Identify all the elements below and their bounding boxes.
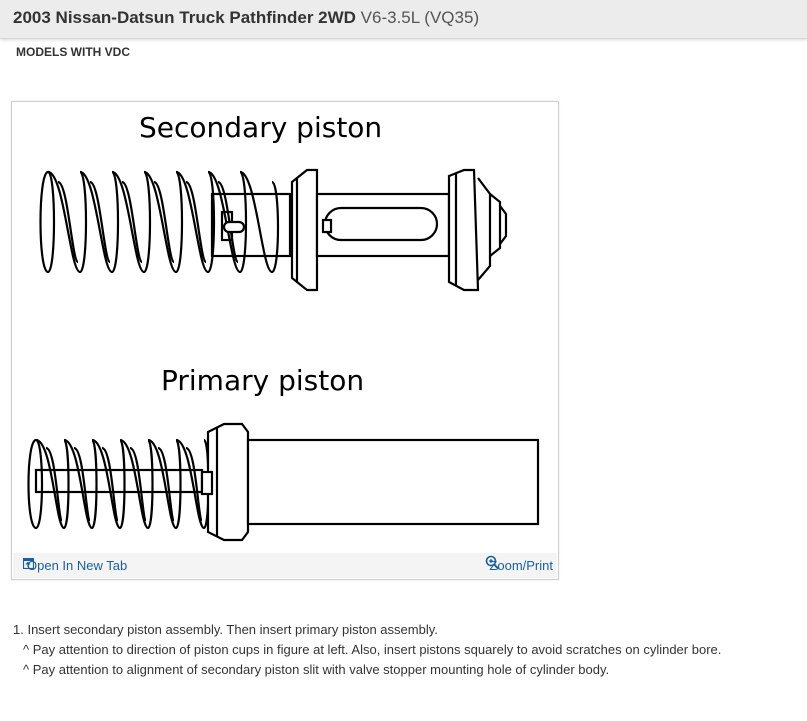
figure-panel: Secondary piston Primary piston	[11, 101, 559, 580]
figure-footer: Open In New Tab Zoom/Print	[13, 553, 557, 578]
procedure-steps: 1. Insert secondary piston assembly. The…	[13, 620, 793, 680]
zoom-print-label: Zoom/Print	[489, 558, 553, 573]
step-1-note-2: ^ Pay attention to alignment of secondar…	[23, 662, 610, 677]
engine-label: V6-3.5L (VQ35)	[360, 8, 480, 27]
open-in-new-tab-label: Open In New Tab	[27, 558, 128, 573]
step-1: 1. Insert secondary piston assembly. The…	[13, 622, 438, 637]
section-title: MODELS WITH VDC	[16, 45, 130, 59]
primary-piston-label: Primary piston	[161, 364, 364, 397]
step-1-note-1: ^ Pay attention to direction of piston c…	[23, 642, 722, 657]
page-title: 2003 Nissan-Datsun Truck Pathfinder 2WD …	[13, 8, 479, 28]
open-in-new-tab-link[interactable]: Open In New Tab	[23, 558, 127, 573]
primary-piston-drawing	[27, 422, 540, 542]
piston-diagram: Secondary piston Primary piston	[27, 111, 540, 542]
header-bar: 2003 Nissan-Datsun Truck Pathfinder 2WD …	[0, 0, 807, 39]
zoom-print-link[interactable]: Zoom/Print	[485, 555, 553, 573]
vehicle-title: 2003 Nissan-Datsun Truck Pathfinder 2WD	[13, 8, 356, 27]
secondary-piston-label: Secondary piston	[139, 111, 382, 144]
secondary-piston-drawing	[39, 168, 508, 292]
